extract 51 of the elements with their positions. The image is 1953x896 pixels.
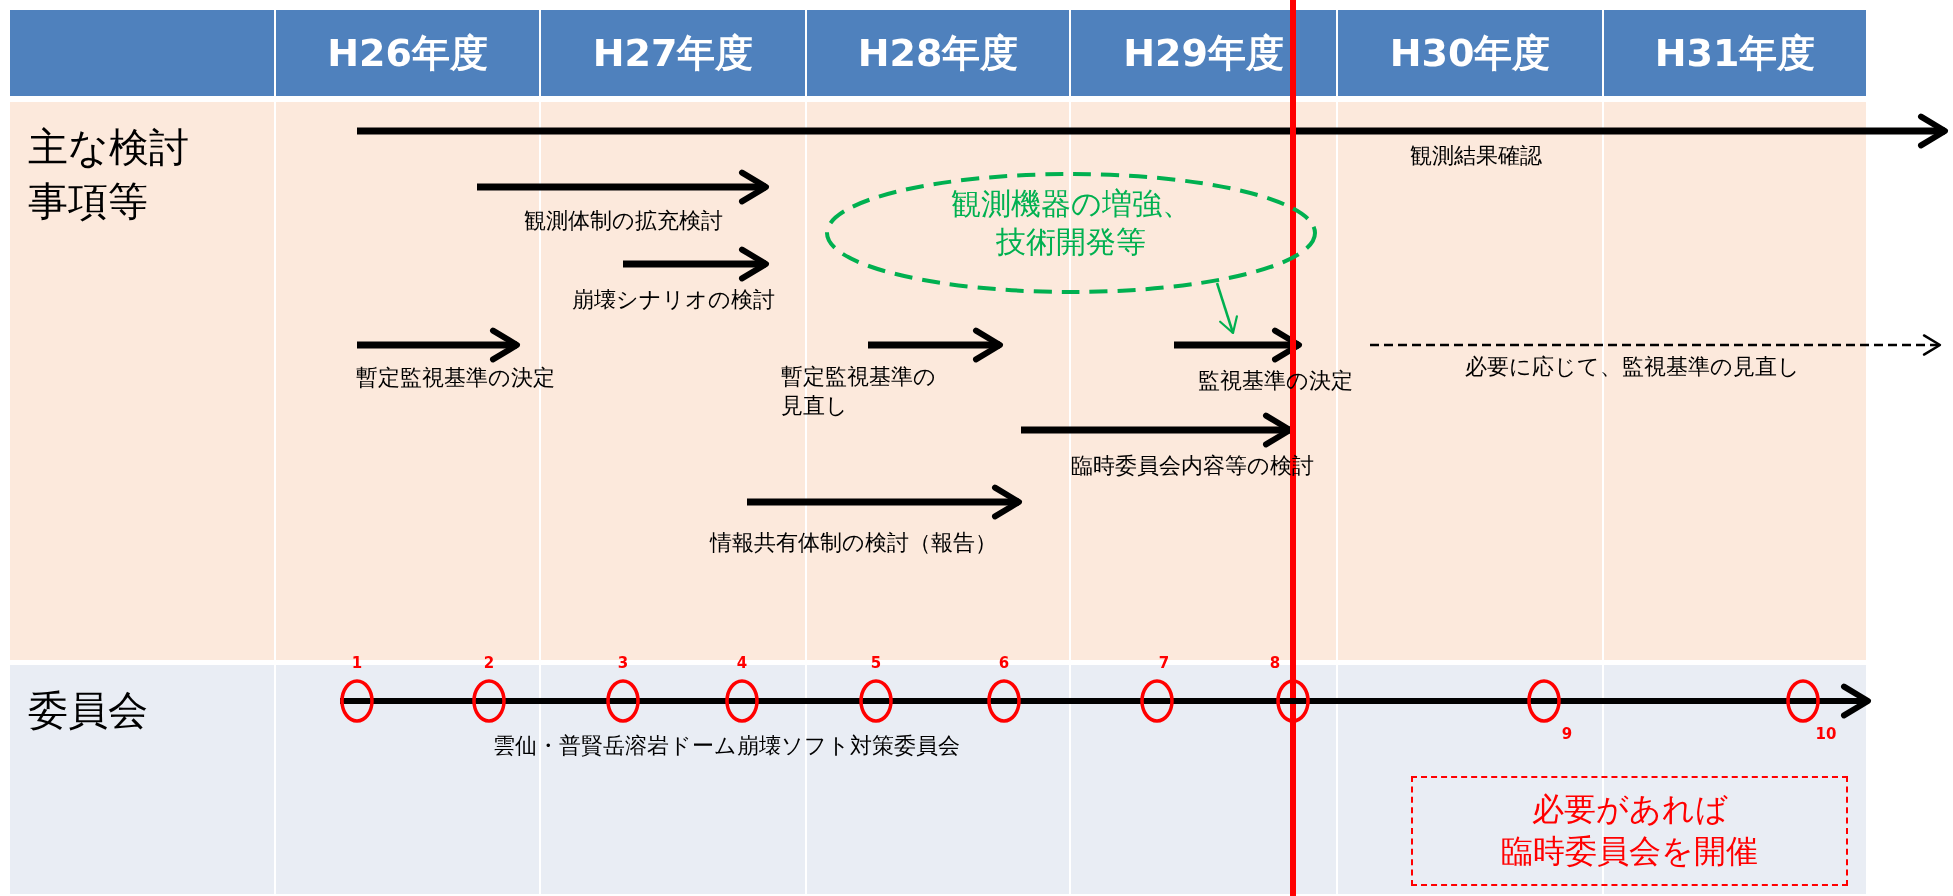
timeline-line	[1021, 698, 1140, 704]
timeline-line	[893, 698, 987, 704]
task-label: 必要に応じて、監視基準の見直し	[1464, 353, 1800, 381]
timeline-caption: 雲仙・普賢岳溶岩ドーム崩壊ソフト対策委員会	[492, 732, 960, 760]
column-header: H29年度	[1071, 10, 1336, 96]
meeting-circle	[987, 679, 1021, 723]
timeline-line	[374, 698, 472, 704]
ellipse-label: 観測機器の増強、技術開発等	[949, 185, 1193, 260]
meeting-circle	[859, 679, 893, 723]
circle-number: 1	[351, 654, 363, 674]
circle-number: 7	[1158, 654, 1170, 674]
column-header: H26年度	[276, 10, 539, 96]
circle-number: 2	[483, 654, 495, 674]
meeting-circle	[472, 679, 506, 723]
column-header: H30年度	[1338, 10, 1602, 96]
timeline-line	[1561, 698, 1786, 704]
meeting-circle	[725, 679, 759, 723]
circle-number: 3	[617, 654, 629, 674]
meeting-circle	[1140, 679, 1174, 723]
circle-number: 5	[870, 654, 882, 674]
timeline-line	[640, 698, 725, 704]
timeline-line	[1174, 698, 1276, 704]
task-label: 崩壊シナリオの検討	[571, 286, 775, 314]
column-header: H31年度	[1604, 10, 1866, 96]
meeting-circle	[1786, 679, 1820, 723]
task-label: 情報共有体制の検討（報告）	[709, 529, 997, 557]
dashed-ellipse	[824, 171, 1318, 295]
circle-number: 8	[1269, 654, 1281, 674]
circle-number: 6	[998, 654, 1010, 674]
column-header: H27年度	[541, 10, 805, 96]
row-heading: 主な検討事項等	[28, 123, 190, 226]
row-heading: 委員会	[28, 686, 149, 735]
task-label: 暫定監視基準の見直し	[781, 363, 937, 420]
timeline-line	[506, 698, 606, 704]
task-label: 暫定監視基準の決定	[355, 364, 555, 392]
timeline-line	[1820, 683, 1871, 719]
meeting-circle	[606, 679, 640, 723]
arrow	[1215, 282, 1238, 335]
meeting-circle	[1276, 679, 1310, 723]
meeting-circle	[340, 679, 374, 723]
header-cell	[10, 10, 274, 96]
circle-number: 9	[1561, 725, 1573, 745]
task-label: 観測結果確認	[1410, 142, 1542, 170]
circle-number: 4	[736, 654, 748, 674]
column-header: H28年度	[807, 10, 1069, 96]
task-label: 観測体制の拡充検討	[523, 207, 723, 235]
note-box: 必要があれば臨時委員会を開催	[1411, 776, 1848, 886]
circle-number: 10	[1815, 725, 1837, 745]
timeline-line	[759, 698, 859, 704]
timeline-line	[1310, 698, 1527, 704]
meeting-circle	[1527, 679, 1561, 723]
